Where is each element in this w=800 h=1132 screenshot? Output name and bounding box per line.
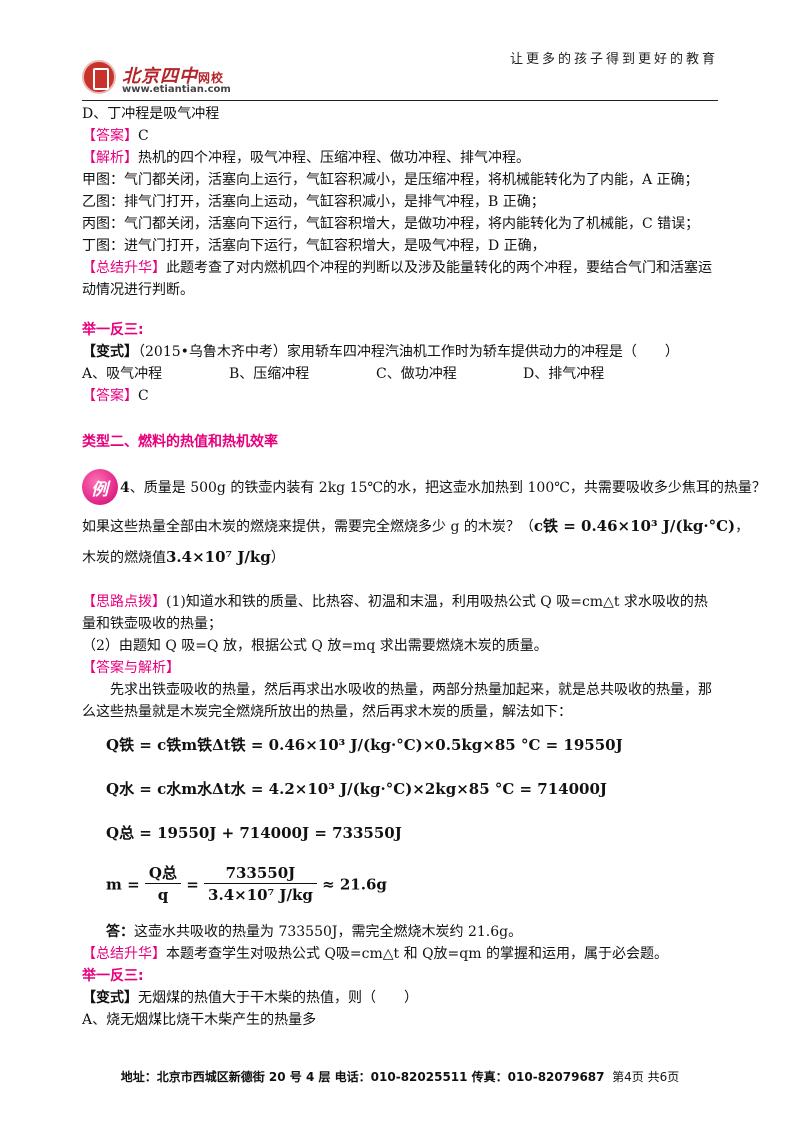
summary-2: 【总结升华】本题考查学生对吸热公式 Q吸=cm△t 和 Q放=qm 的掌握和运用… xyxy=(82,946,668,962)
hint-1: 【思路点拨】(1)知道水和铁的质量、比热容、初温和末温，利用吸热公式 Q 吸=c… xyxy=(82,594,708,632)
footer-address: 地址：北京市西城区新德街 20 号 4 层 电话：010-82025511 传真… xyxy=(120,1070,605,1084)
section-heading-2: 类型二、燃料的热值和热机效率 xyxy=(82,434,278,450)
charcoal-heat-value: 3.4×10⁷ J/kg xyxy=(166,548,271,566)
variant-2-option-a: A、烧无烟煤比烧干木柴产生的热量多 xyxy=(82,1012,317,1028)
option-b: B、压缩冲程 xyxy=(229,366,310,382)
logo-url: www.etiantian.com xyxy=(122,84,231,95)
logo-emblem-icon xyxy=(82,60,116,94)
answer-analysis-tag: 【答案与解析】 xyxy=(82,660,180,676)
header-rule xyxy=(82,100,718,101)
page-content: D、丁冲程是吸气冲程 【答案】C 【解析】热机的四个冲程，吸气冲程、压缩冲程、做… xyxy=(82,103,766,1031)
option-a: A、吸气冲程 xyxy=(82,366,163,382)
answer-value: C xyxy=(138,128,149,144)
practice-heading-2: 举一反三: xyxy=(82,968,144,984)
header-slogan: 让更多的孩子得到更好的教育 xyxy=(509,52,718,67)
option-d2: D、排气冲程 xyxy=(523,366,605,382)
footer-page: 第4页 共6页 xyxy=(612,1070,680,1084)
option-c: C、做功冲程 xyxy=(376,366,457,382)
page-footer: 地址：北京市西城区新德街 20 号 4 层 电话：010-82025511 传真… xyxy=(0,1068,800,1085)
analysis-yi: 乙图：排气门打开，活塞向上运动，气缸容积减小，是排气冲程，B 正确； xyxy=(82,194,545,210)
summary-1: 【总结升华】此题考查了对内燃机四个冲程的判断以及涉及能量转化的两个冲程，要结合气… xyxy=(82,260,712,298)
variant-1-options: A、吸气冲程 B、压缩冲程 C、做功冲程 D、排气冲程 xyxy=(82,363,718,385)
example-badge-icon: 例 xyxy=(82,469,118,505)
final-answer: 答：这壶水共吸收的热量为 733550J，需完全燃烧木炭约 21.6g。 xyxy=(106,924,523,940)
practice-heading-1: 举一反三: xyxy=(82,322,144,338)
analysis: 【解析】热机的四个冲程，吸气冲程、压缩冲程、做功冲程、排气冲程。 xyxy=(82,150,530,166)
school-logo: 北京四中网校 www.etiantian.com xyxy=(82,60,252,98)
variant-tag: 【变式】 xyxy=(82,344,138,360)
logo-sub: 网校 xyxy=(198,71,225,85)
answer-1: 【答案】C xyxy=(82,125,718,147)
option-d: D、丁冲程是吸气冲程 xyxy=(82,106,220,122)
analysis-tag: 【解析】 xyxy=(82,150,138,166)
answer-2: 【答案】C xyxy=(82,388,149,404)
analysis-ding: 丁图：进气门打开，活塞向下运行，气缸容积增大，是吸气冲程，D 正确， xyxy=(82,238,546,254)
example-4: 例 4、质量是 500g 的铁壶内装有 2kg 15℃的水，把这壶水加热到 10… xyxy=(82,467,766,511)
equation-water: Q水 = c水m水Δt水 = 4.2×10³ J/(kg·°C)×2kg×85 … xyxy=(106,780,608,798)
analysis-bing: 丙图：气门都关闭，活塞向下运行，气缸容积增大，是做功冲程，将内能转化为了机械能，… xyxy=(82,216,700,232)
example-text-1: 4、质量是 500g 的铁壶内装有 2kg 15℃的水，把这壶水加热到 100℃… xyxy=(120,480,766,496)
variant-2: 【变式】无烟煤的热值大于干木柴的热值，则（ ） xyxy=(82,990,418,1006)
example-text-3: 木炭的燃烧值3.4×10⁷ J/kg） xyxy=(82,548,285,566)
summary-tag: 【总结升华】 xyxy=(82,260,166,276)
equation-total: Q总 = 19550J + 714000J = 733550J xyxy=(106,824,402,842)
analysis-jia: 甲图：气门都关闭，活塞向上运行，气缸容积减小，是压缩冲程，将机械能转化为了内能，… xyxy=(82,172,699,188)
example-text-2: 如果这些热量全部由木炭的燃烧来提供，需要完全燃烧多少 g 的木炭？（c铁 = 0… xyxy=(82,517,750,535)
equation-iron: Q铁 = c铁m铁Δt铁 = 0.46×10³ J/(kg·°C)×0.5kg×… xyxy=(106,736,623,754)
solution-paragraph: 先求出铁壶吸收的热量，然后再求出水吸收的热量，两部分热量加起来，就是总共吸收的热… xyxy=(82,682,712,720)
answer-tag: 【答案】 xyxy=(82,128,138,144)
hint-tag: 【思路点拨】 xyxy=(82,594,166,610)
iron-specific-heat: c铁 = 0.46×10³ J/(kg·°C) xyxy=(533,517,736,535)
variant-1: 【变式】（2015•乌鲁木齐中考）家用轿车四冲程汽油机工作时为轿车提供动力的冲程… xyxy=(82,344,679,360)
logo-name: 北京四中网校 xyxy=(122,66,225,87)
hint-2: （2）由题知 Q 吸=Q 放，根据公式 Q 放=mq 求出需要燃烧木炭的质量。 xyxy=(82,638,548,654)
